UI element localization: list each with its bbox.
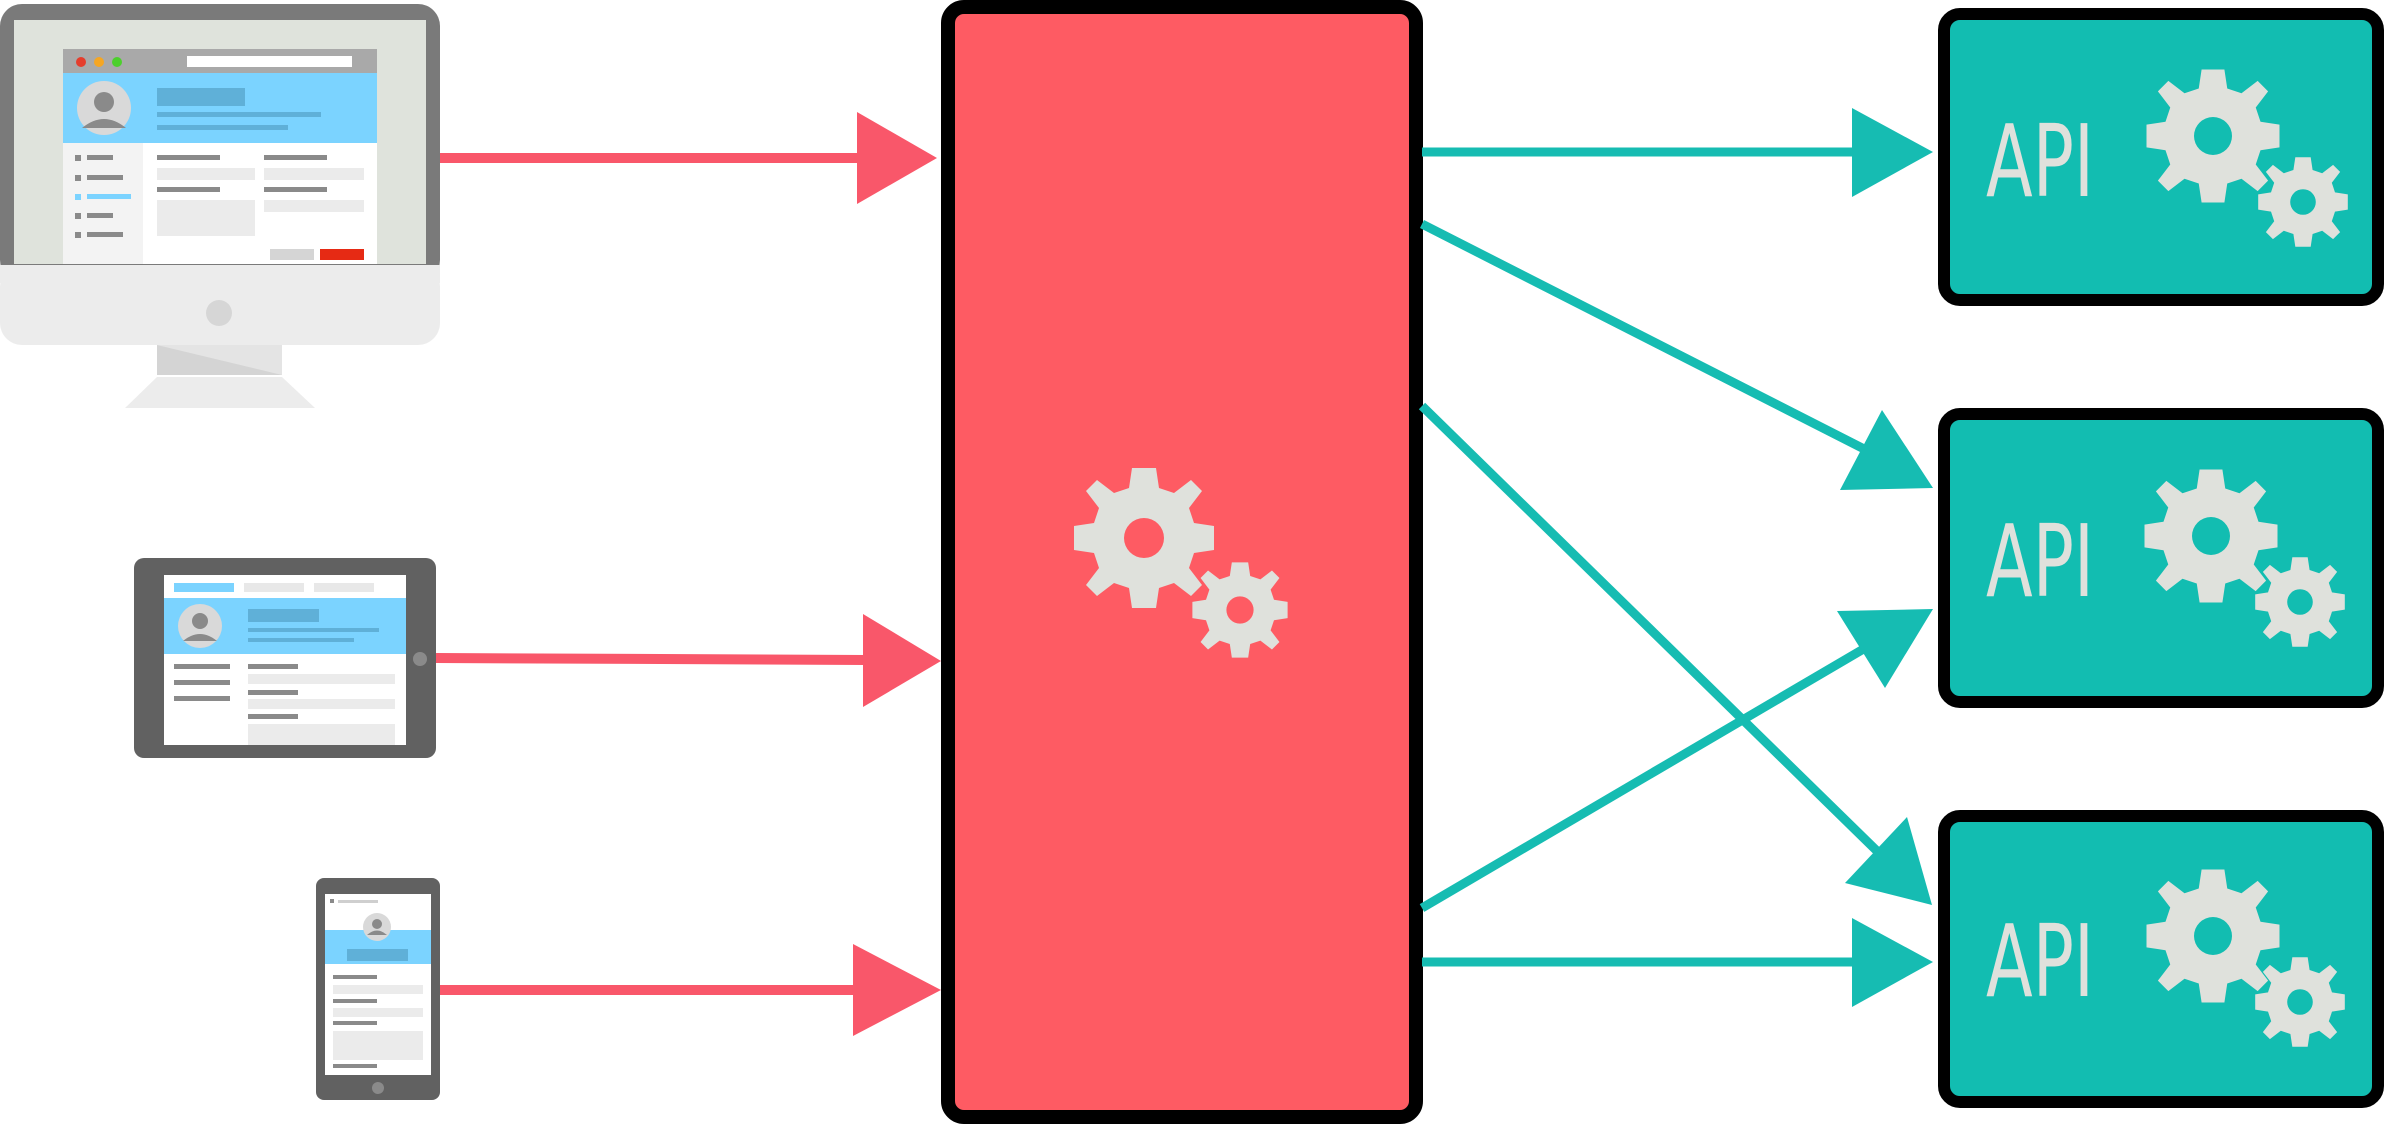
api-label: API <box>1986 903 2094 1020</box>
service-arrows <box>1418 108 1933 1007</box>
api-label: API <box>1986 103 2094 220</box>
api-box-2: API <box>1938 408 2384 708</box>
arrow-tablet-to-gateway <box>435 614 941 707</box>
desktop-monitor-icon <box>0 4 440 408</box>
api-box-3: API <box>1938 810 2384 1108</box>
gateway-box <box>941 0 1423 1124</box>
api-box-1: API <box>1938 8 2384 306</box>
arrow-gateway-to-api-1 <box>1422 108 1933 197</box>
arrow-gateway-to-api-2-top <box>1419 219 1933 490</box>
api-label: API <box>1986 503 2094 620</box>
client-arrows <box>435 112 941 1036</box>
arrow-gateway-to-api-3 <box>1422 918 1933 1007</box>
tablet-icon <box>134 558 436 758</box>
arrow-gateway-to-api-2-bottom <box>1419 609 1933 912</box>
phone-icon <box>316 878 440 1100</box>
arrow-gateway-to-api-3-cross <box>1418 402 1932 905</box>
arrow-phone-to-gateway <box>440 944 941 1036</box>
arrow-desktop-to-gateway <box>440 112 937 204</box>
